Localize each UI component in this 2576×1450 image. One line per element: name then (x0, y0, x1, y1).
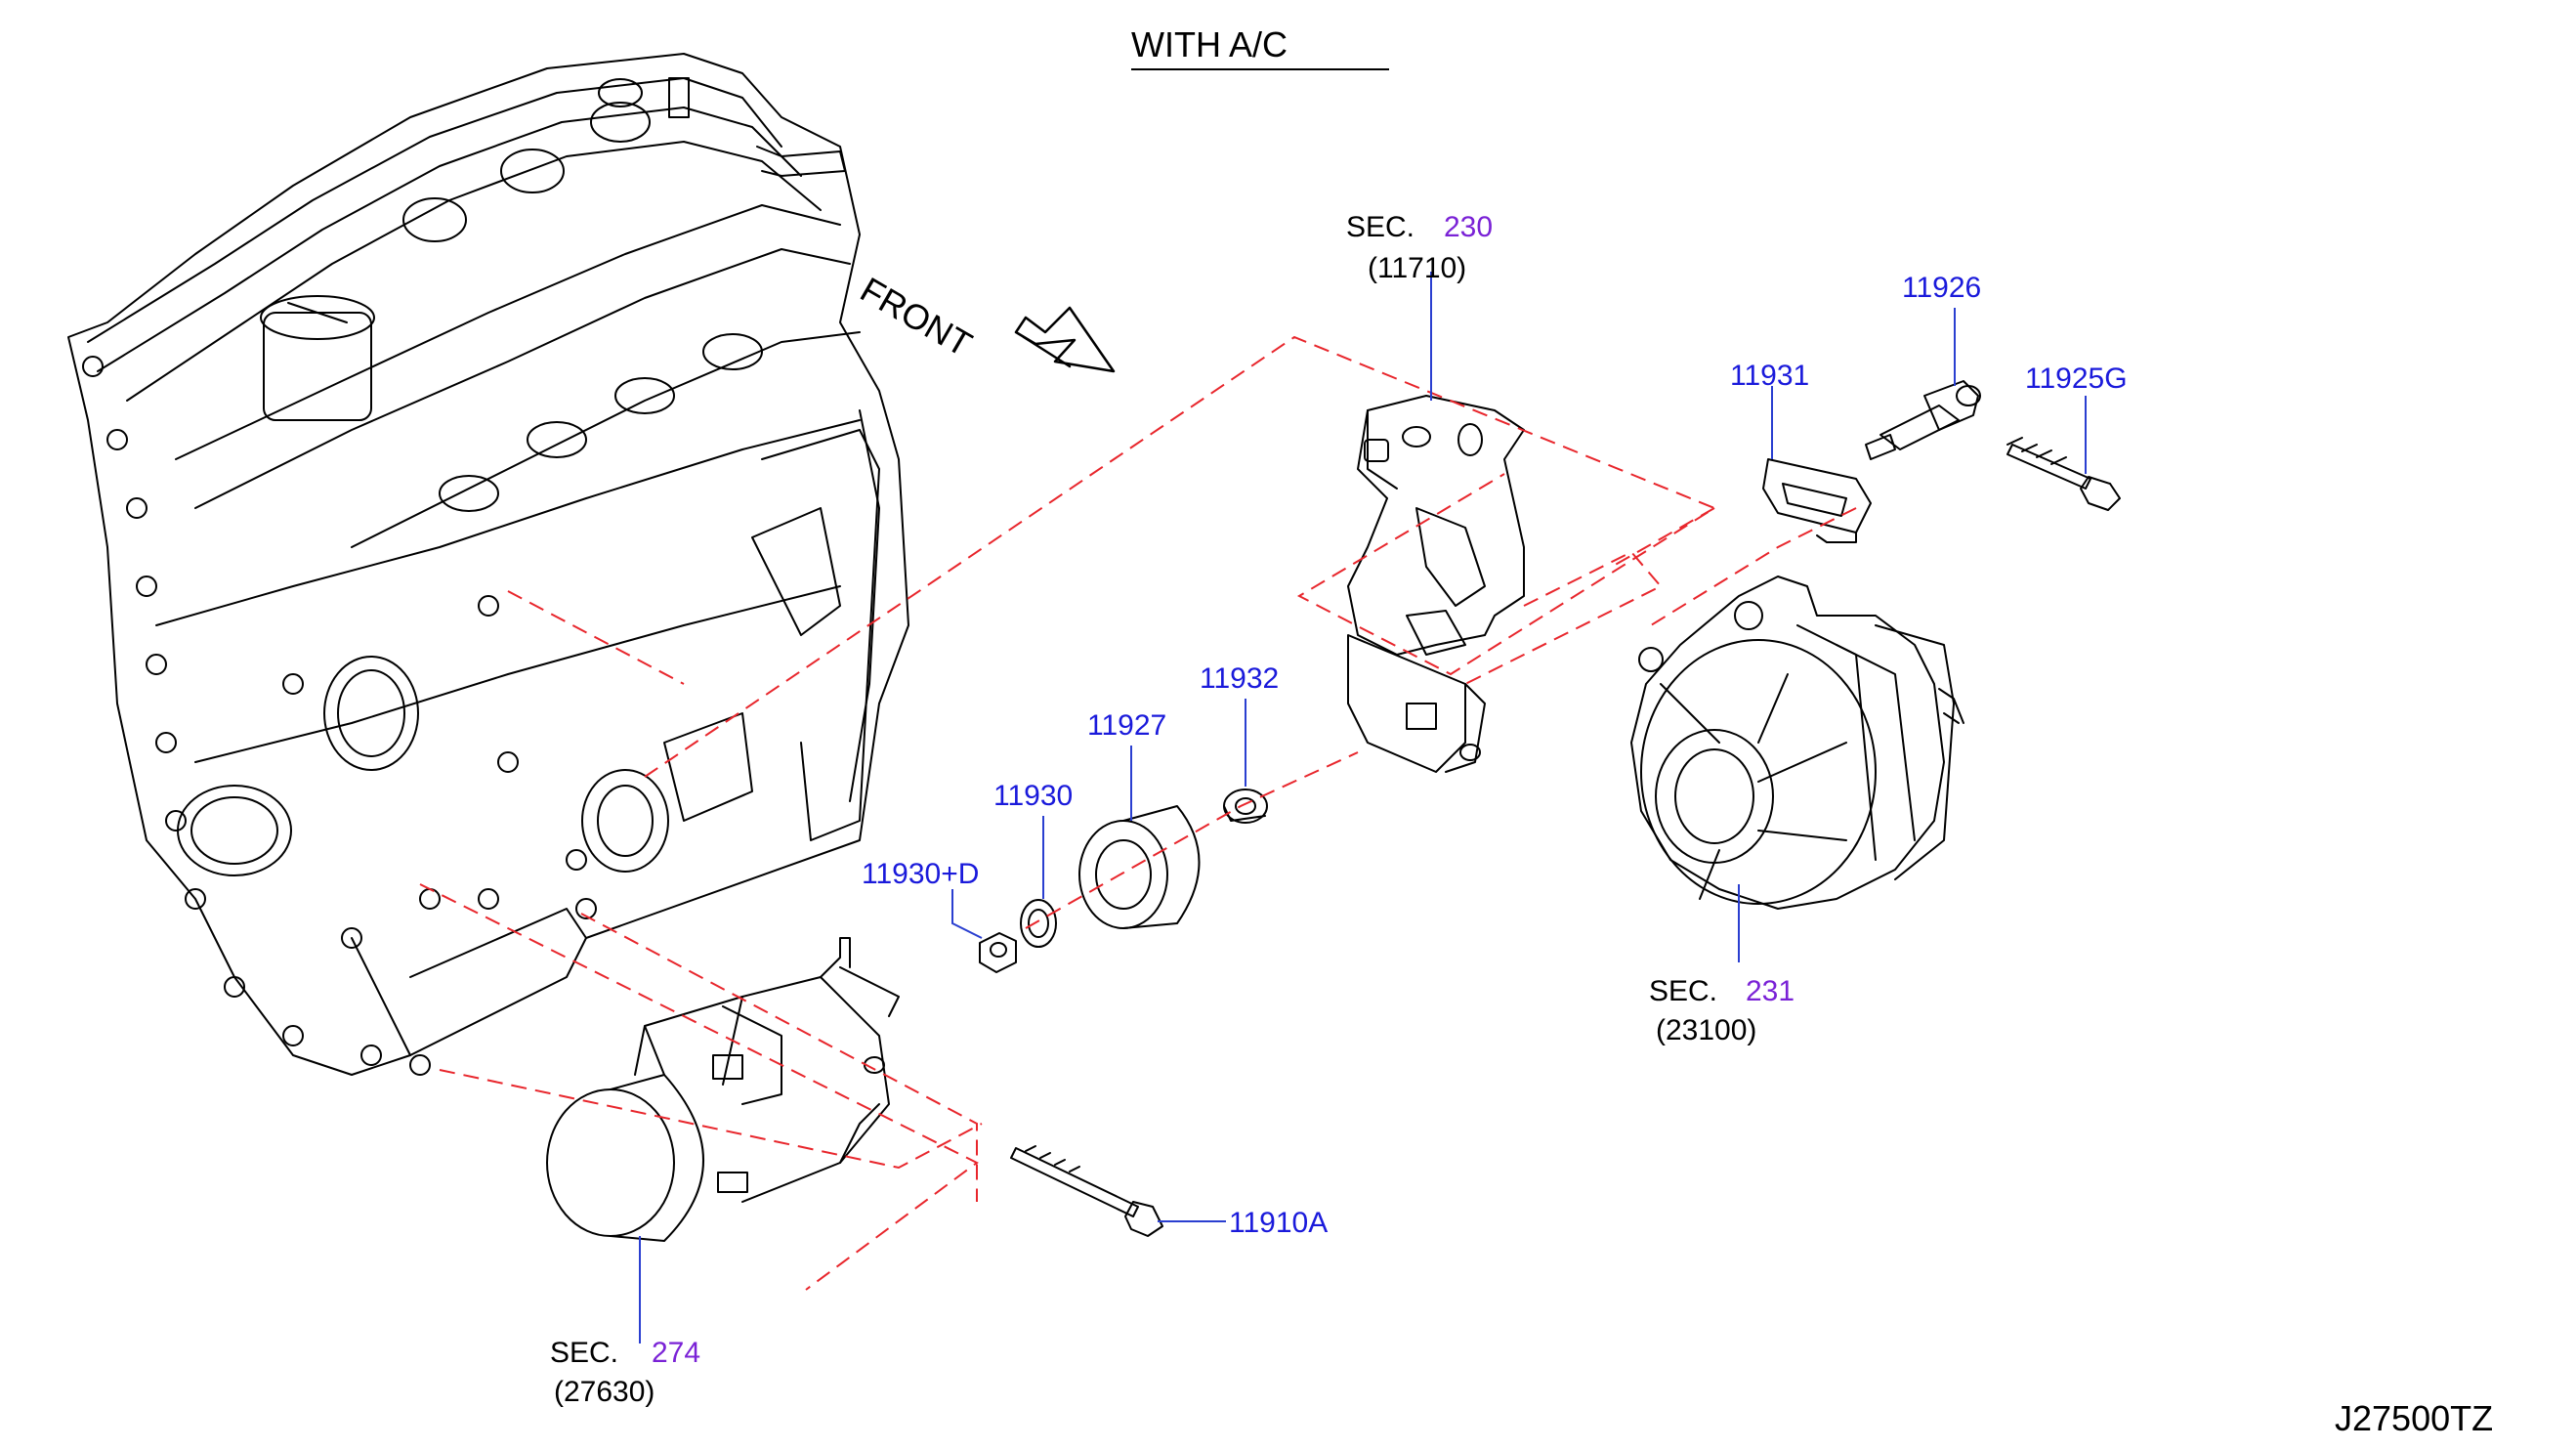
bolt-11910a (1011, 1146, 1162, 1236)
leader-lines (640, 272, 2086, 1343)
adjusting-bolt (1866, 381, 1980, 459)
bolt-11925g (2007, 438, 2120, 510)
section-231-part: (23100) (1656, 1014, 1757, 1046)
section-231-link[interactable]: 231 (1746, 975, 1795, 1007)
assembly-lines (420, 337, 1856, 1290)
part-11926-link[interactable]: 11926 (1902, 272, 1982, 304)
adjusting-plate (1763, 459, 1871, 542)
section-274-link[interactable]: 274 (652, 1337, 701, 1369)
diagram-code: J27500TZ (2335, 1398, 2494, 1438)
part-11910a-link[interactable]: 11910A (1229, 1207, 1329, 1239)
section-230-part: (11710) (1368, 252, 1467, 284)
section-230-link[interactable]: 230 (1444, 211, 1494, 243)
section-274-prefix: SEC. (550, 1337, 619, 1369)
washer-11930 (1021, 900, 1056, 947)
ac-compressor (547, 938, 899, 1241)
part-11932-link[interactable]: 11932 (1200, 662, 1280, 695)
section-230-prefix: SEC. (1346, 211, 1415, 243)
part-11925g-link[interactable]: 11925G (2025, 362, 2128, 395)
part-11931-link[interactable]: 11931 (1730, 360, 1810, 392)
section-274-part: (27630) (554, 1376, 655, 1408)
alternator-bracket (1348, 396, 1524, 772)
alternator (1631, 576, 1964, 909)
front-arrow (1016, 308, 1114, 371)
part-11930d-link[interactable]: 11930+D (862, 858, 980, 890)
idler-pulley (1079, 806, 1200, 928)
part-11930-link[interactable]: 11930 (993, 780, 1074, 812)
engine-block (68, 54, 908, 1075)
section-231-prefix: SEC. (1649, 975, 1718, 1007)
nut-11930d (980, 933, 1016, 972)
spacer-11932 (1224, 789, 1267, 823)
part-11927-link[interactable]: 11927 (1087, 709, 1167, 742)
diagram-title: WITH A/C (1131, 27, 1389, 70)
